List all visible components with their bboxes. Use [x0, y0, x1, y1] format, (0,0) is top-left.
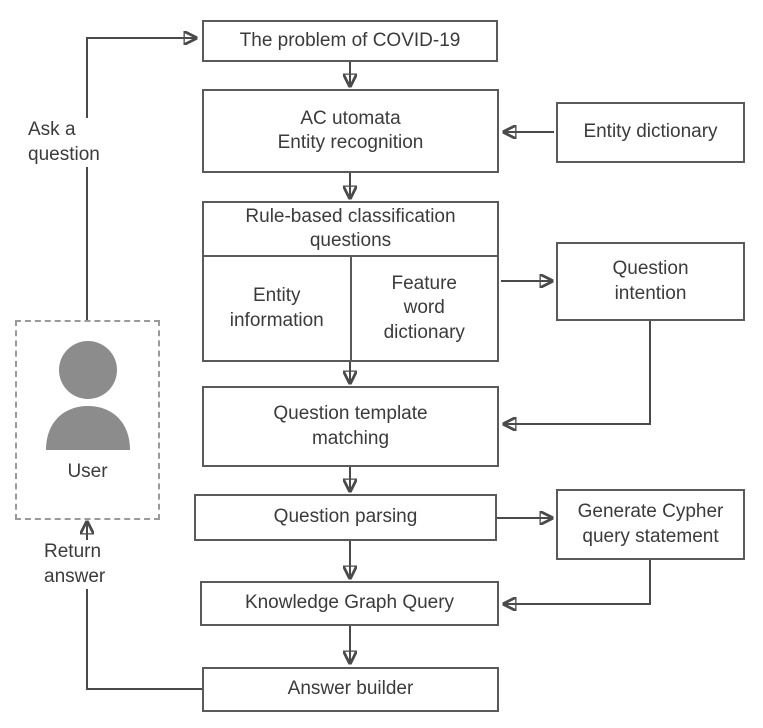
node-ac-automata[interactable]: AC utomata Entity recognition [202, 89, 499, 173]
node-generate-cypher[interactable]: Generate Cypher query statement [556, 489, 745, 560]
node-question-template-matching[interactable]: Question template matching [202, 386, 499, 467]
node-generate-cypher-label: Generate Cypher query statement [577, 501, 724, 547]
edge-label-ask-a-question: Ask a question [28, 118, 148, 168]
wire-intention-to-template [504, 321, 651, 424]
actor-user-label: User [67, 461, 108, 482]
node-rule-based-classification[interactable]: Rule-based classification questions Enti… [202, 201, 499, 362]
edge-label-return-answer: Return answer [44, 540, 154, 590]
cell-feature-word-dictionary[interactable]: Feature word dictionary [349, 257, 498, 360]
actor-user[interactable]: User [15, 320, 160, 520]
node-rule-based-header: Rule-based classification questions [204, 203, 497, 257]
node-rule-based-header-label: Rule-based classification questions [245, 205, 456, 251]
node-answer-builder-label: Answer builder [287, 678, 414, 700]
cell-entity-information-label: Entity information [229, 285, 324, 331]
node-knowledge-graph-query-label: Knowledge Graph Query [244, 592, 455, 614]
node-question-parsing[interactable]: Question parsing [194, 494, 497, 541]
node-question-intention[interactable]: Question intention [556, 242, 745, 321]
node-question-template-matching-label: Question template matching [273, 403, 428, 449]
node-problem-label: The problem of COVID-19 [239, 29, 461, 51]
cell-feature-word-dictionary-label: Feature word dictionary [383, 273, 465, 343]
node-problem[interactable]: The problem of COVID-19 [202, 20, 498, 62]
node-rule-based-body: Entity information Feature word dictiona… [204, 257, 497, 360]
cell-entity-information[interactable]: Entity information [204, 257, 350, 360]
node-answer-builder[interactable]: Answer builder [202, 667, 499, 712]
node-question-parsing-label: Question parsing [273, 506, 418, 528]
wire-cypher-to-kgquery [504, 560, 651, 604]
node-entity-dictionary-label: Entity dictionary [583, 121, 718, 143]
node-knowledge-graph-query[interactable]: Knowledge Graph Query [200, 581, 499, 626]
node-entity-dictionary[interactable]: Entity dictionary [556, 102, 745, 163]
node-question-intention-label: Question intention [612, 258, 689, 304]
node-ac-automata-label: AC utomata Entity recognition [277, 107, 424, 153]
user-avatar-icon [38, 338, 138, 455]
wire-user-to-problem [86, 38, 196, 332]
